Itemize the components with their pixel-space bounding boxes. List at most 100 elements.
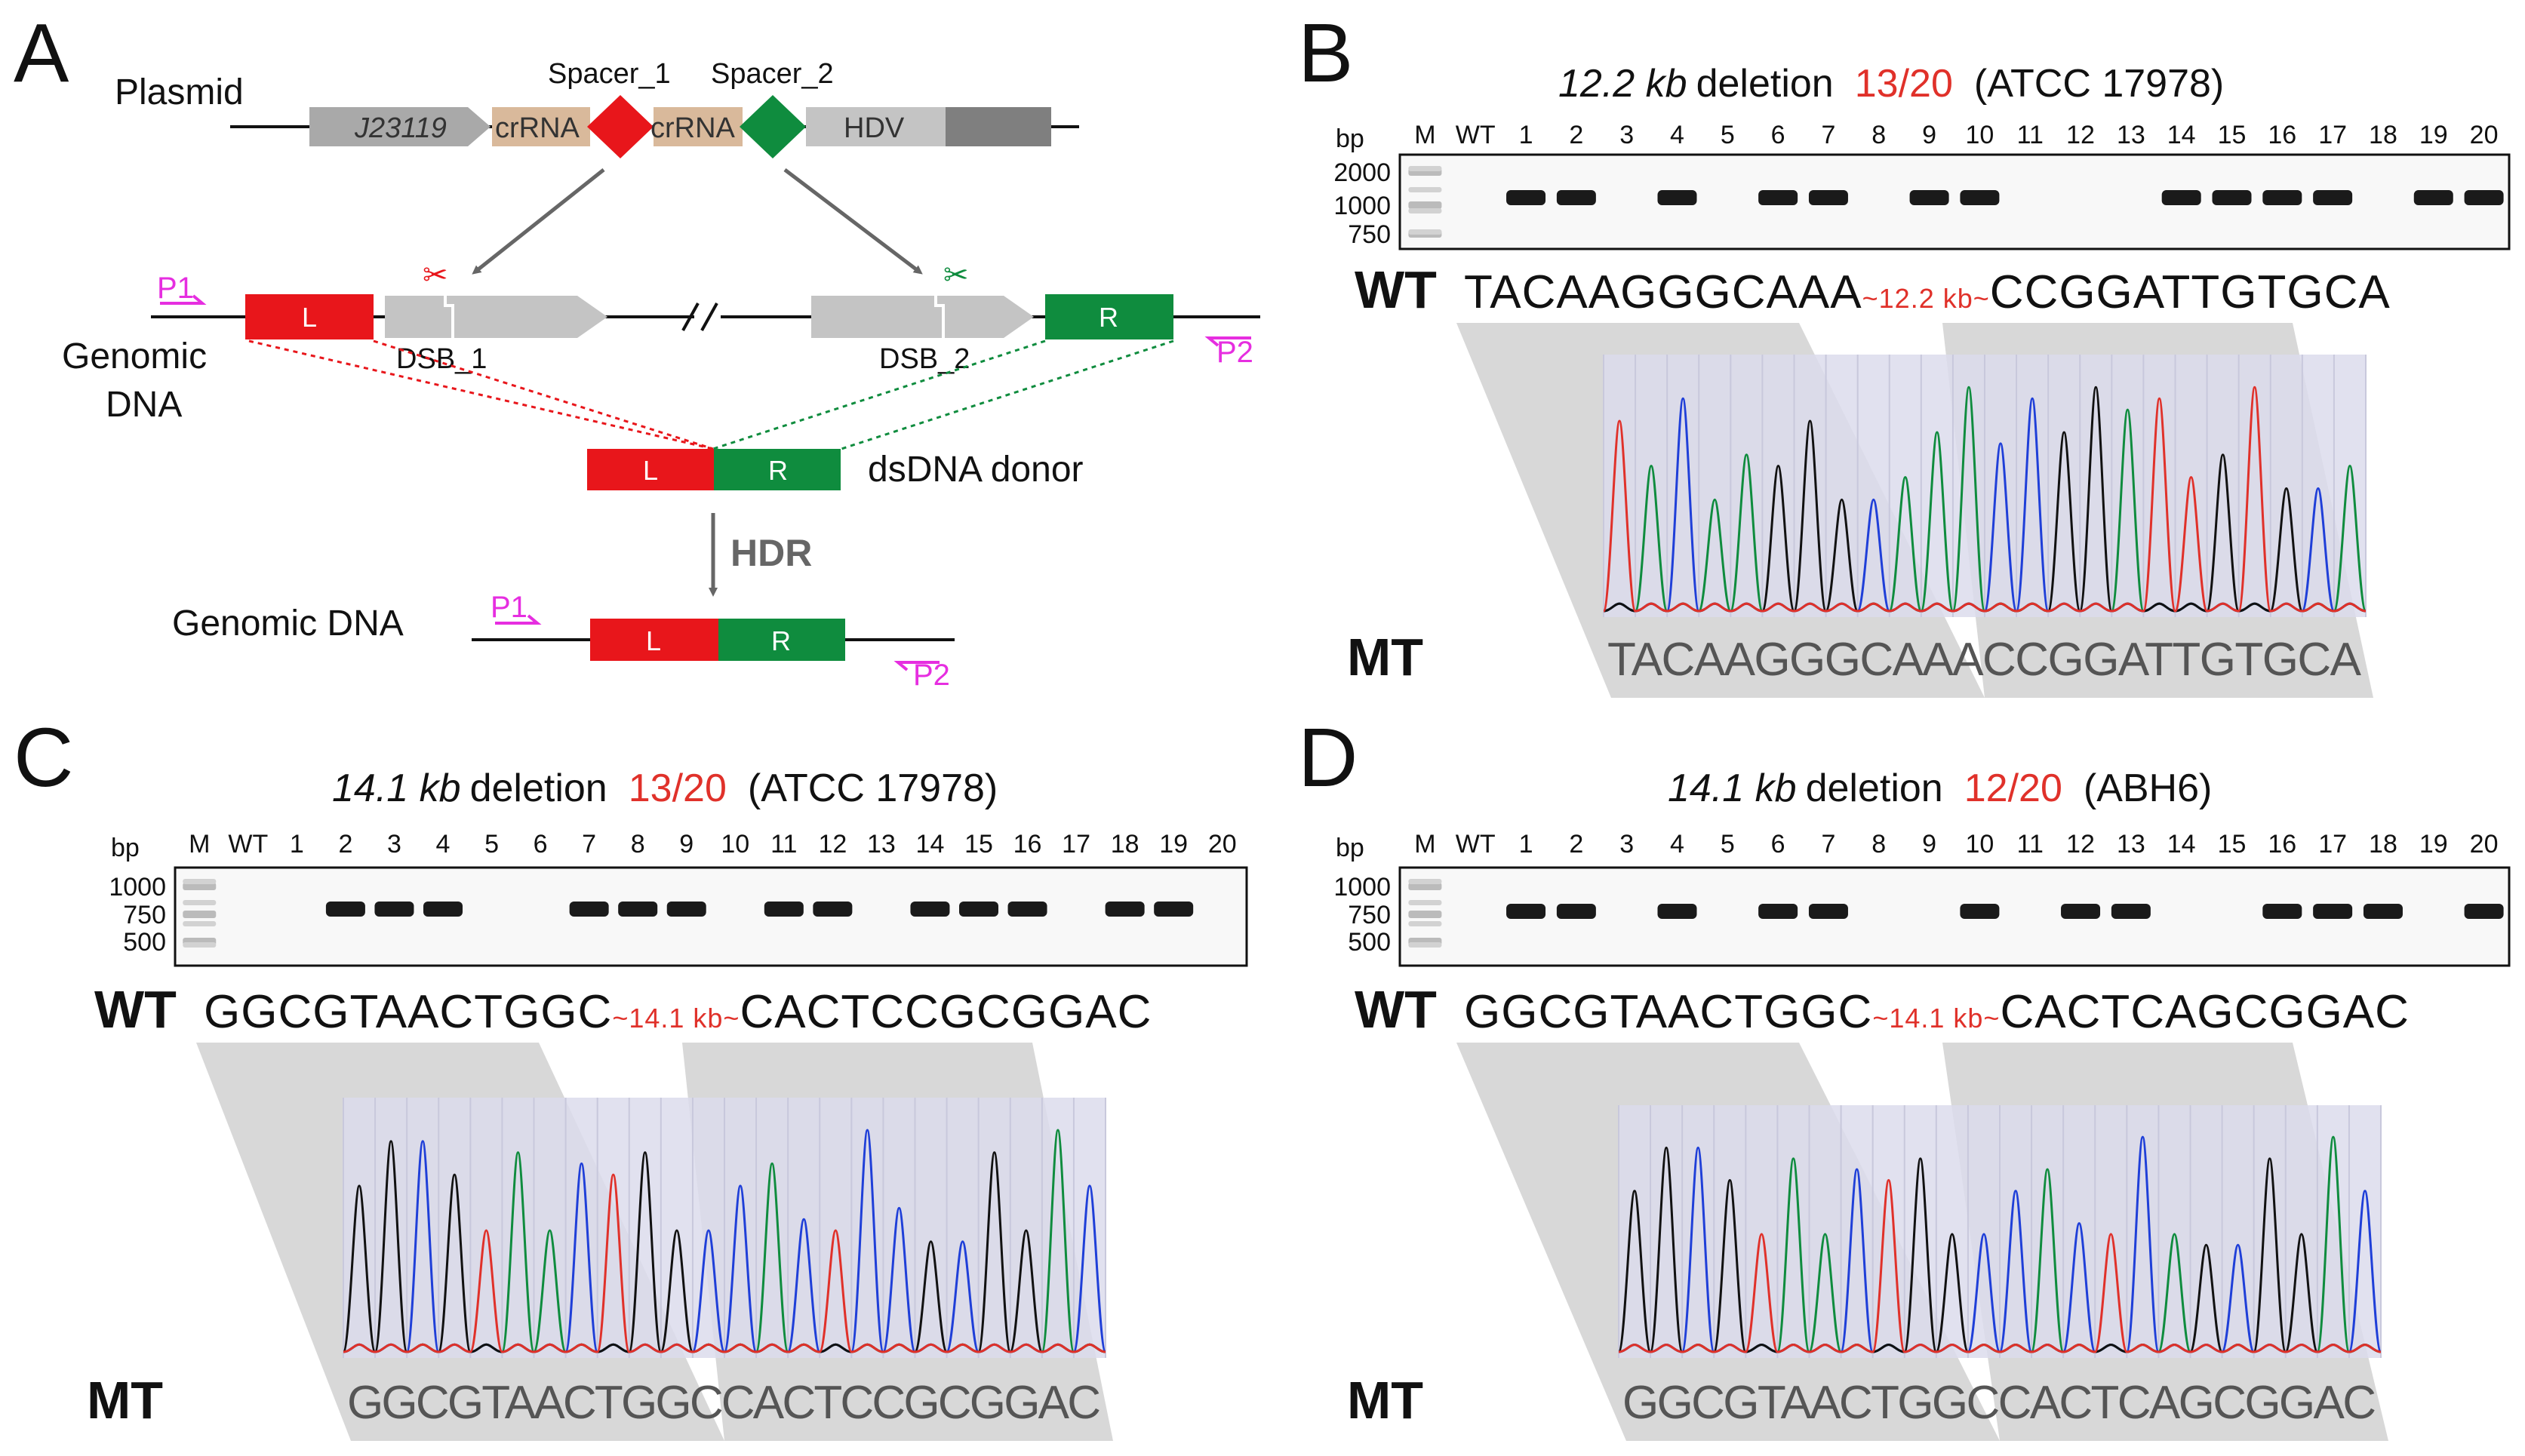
gel-band [2161,190,2201,205]
spacer1-diamond [587,95,654,158]
wt-left-seq: TACAAGGGCAAA [1464,266,1862,318]
lane-label: M [1414,830,1435,859]
panelB-letter: B [1298,7,1353,100]
gel-band [1506,190,1546,205]
deletion-word: deletion [1696,62,1834,106]
result-left-label: L [646,625,661,656]
mt-label: MT [87,1371,163,1430]
lane-label: 12 [2066,121,2095,149]
gel-band [1007,902,1047,917]
trace-T [343,1173,1106,1353]
p2-label-bottom: P2 [913,659,950,692]
lane-label: 12 [2066,830,2095,859]
promoter-label: J23119 [354,112,447,144]
lane-label: 2 [338,830,352,859]
lane-label: 5 [1721,121,1735,149]
lane-label: 2 [1569,830,1583,859]
p1-label-top: P1 [157,272,194,305]
wt-right-seq: CACTCCGCGGAC [740,986,1152,1038]
gel-band [2262,190,2302,205]
crrna-label-1: crRNA [495,112,580,144]
lane-label: 18 [2369,830,2397,859]
panelD-letter: D [1298,711,1358,804]
wt-right-seq: CACTCAGCGGAC [2000,986,2409,1038]
marker-size-label: 750 [1348,220,1391,249]
gene-block-2 [811,296,1034,338]
gel-band [423,902,463,917]
lane-label: 7 [582,830,596,859]
lane-label: 19 [1159,830,1188,859]
lane-label: 13 [867,830,896,859]
gel-band [569,902,609,917]
spacer2-label: Spacer_2 [711,58,834,90]
deletion-size: 14.1 kb [332,766,461,810]
mt-label: MT [1347,1371,1423,1430]
result-right-arm [718,619,845,661]
lane-label: 14 [2167,121,2196,149]
crrna-block-2 [654,107,743,146]
deletion-gap: ~12.2 kb~ [1862,283,1990,314]
lane-label: 9 [1922,830,1936,859]
gel-band [2262,904,2302,919]
lane-label: 9 [1922,121,1936,149]
hdr-label: HDR [730,532,812,574]
crrna-block-1 [492,107,590,146]
gel-band [1960,904,2000,919]
wt-label: WT [1355,260,1437,319]
ladder-band [1408,942,1442,948]
gel-band [618,902,658,917]
gel-band [1556,904,1596,919]
lane-label: 6 [534,830,548,859]
gel-band [1758,904,1798,919]
donor-right-arm [714,449,841,490]
dsb1-label: DSB_1 [396,343,487,375]
gel-band [1154,902,1194,917]
lane-label: 12 [818,830,847,859]
plasmid-label: Plasmid [115,72,244,112]
deletion-size: 14.1 kb [1668,766,1797,810]
panel-a: A Plasmid J23119 crRNA crRNA HDV Spacer_… [14,7,1260,692]
gel-band [1657,190,1697,205]
success-ratio: 13/20 [629,766,727,810]
lane-label: 10 [1965,121,1994,149]
lane-label: 9 [679,830,694,859]
gel-band [1506,904,1546,919]
genomic-dna-label: Genomic DNA [172,604,404,644]
lane-label: 18 [2369,121,2397,149]
ladder-band [1408,166,1442,171]
lane-label: 13 [2117,121,2145,149]
gel-band [1556,190,1596,205]
strain-name: (ATCC 17978) [748,766,998,810]
gel-band [2313,904,2353,919]
lane-label: 20 [2470,830,2499,859]
p2-label-top: P2 [1216,336,1253,369]
lane-label: WT [1456,830,1496,859]
gel-band [1909,190,1949,205]
gel-band [325,902,365,917]
mt-sequence: GGCGTAACTGGCCACTCAGCGGAC [1622,1377,2377,1429]
wt-sequence: GGCGTAACTGGC~14.1 kb~CACTCCGCGGAC [204,986,1152,1038]
lane-label: WT [228,830,268,859]
wt-left-seq: GGCGTAACTGGC [1464,986,1872,1038]
bp-label: bp [111,834,140,862]
genomic-right-arm [1045,294,1173,339]
lane-label: 14 [916,830,945,859]
ladder-band [1408,201,1442,209]
p1-label-bottom: P1 [491,591,527,624]
lane-label: 15 [2218,830,2247,859]
hdv-block [806,107,946,146]
wt-sequence: TACAAGGGCAAA~12.2 kb~CCGGATTGTGCA [1464,266,2391,318]
donor-left-arm [587,449,714,490]
gel-band [1808,904,1848,919]
deletion-gap: ~14.1 kb~ [1872,1003,2000,1034]
crrna-label-2: crRNA [650,112,736,144]
marker-size-label: 2000 [1333,158,1391,187]
terminator-block [946,107,1051,146]
marker-size-label: 500 [1348,928,1391,957]
strain-name: (ATCC 17978) [1974,62,2224,106]
genomic-label-2: DNA [106,385,182,425]
